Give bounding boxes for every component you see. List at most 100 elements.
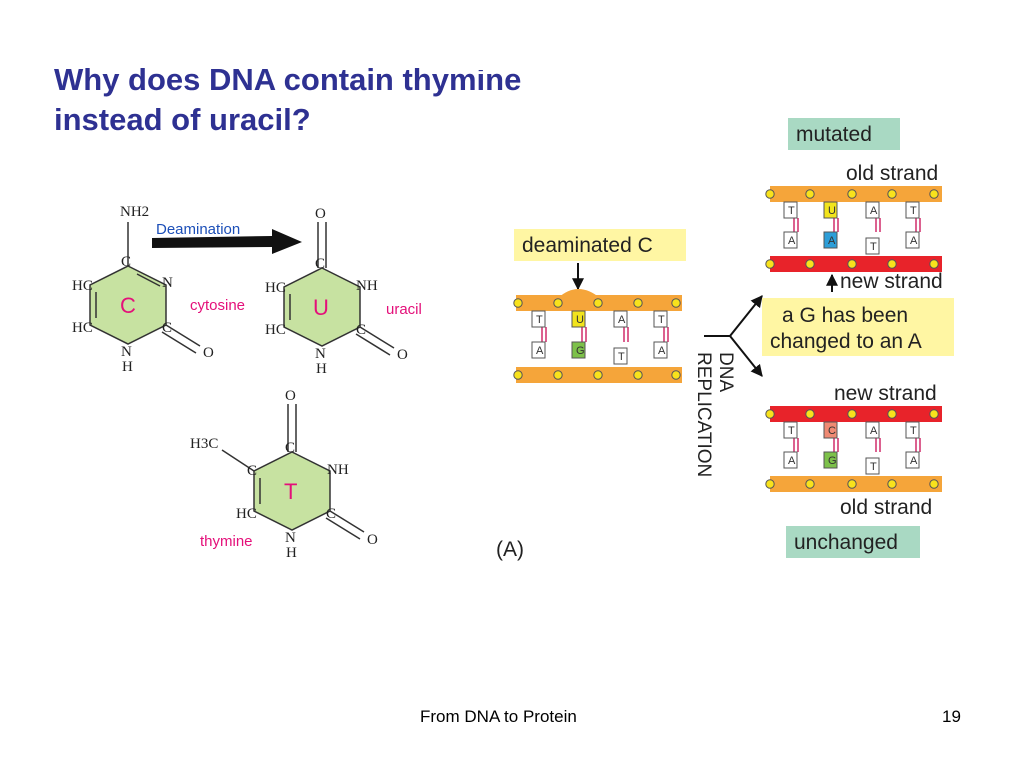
replication-label-line2: REPLICATION: [693, 352, 714, 477]
unchanged-new-strand-label: new strand: [834, 382, 937, 405]
unchanged-top-letter-3: A: [870, 425, 878, 437]
mutated-bottom-letter-4: A: [910, 235, 918, 247]
thymine-hc-label: HC: [236, 506, 257, 522]
thymine-ring-letter: T: [284, 479, 297, 504]
unchanged-bottom-letter-3: T: [870, 461, 877, 473]
mutated-top-letter-3: A: [870, 205, 878, 217]
unchanged-dot-10: [929, 479, 939, 489]
unchanged-bottom-letter-2: G: [828, 455, 837, 467]
unchanged-dot-7: [805, 479, 815, 489]
mutated-old-strand-label: old strand: [846, 162, 938, 185]
unchanged-bottom-base-3: [865, 457, 880, 475]
unchanged-top-base-1: [783, 421, 798, 439]
uracil-hc-lower: HC: [265, 322, 286, 338]
mutated-badge: [788, 118, 900, 150]
change-note-line2: changed to an A: [770, 330, 922, 353]
template-dot-7: [553, 370, 563, 380]
thymine-o-top: O: [285, 388, 296, 404]
mutated-dot-6: [765, 259, 775, 269]
unchanged-dot-2: [805, 409, 815, 419]
thymine-nh-label: NH: [327, 462, 349, 478]
figure-overlap: [440, 58, 580, 70]
cytosine-o-atom: O: [203, 345, 214, 361]
thymine-c-right: C: [326, 506, 336, 522]
template-dot-6: [513, 370, 523, 380]
uracil-n-bottom: N: [315, 346, 326, 362]
template-bottom-base-3: [613, 347, 628, 365]
mutated-bottom-letter-3: T: [870, 241, 877, 253]
mutated-bottom-base-4: [905, 231, 920, 249]
deaminated-c-callout: deaminated C: [514, 229, 686, 291]
template-bottom-base-1: [531, 341, 546, 359]
cytosine-molecule: NH2 C N HC HC C N H O C cytosine: [72, 204, 245, 375]
unchanged-bottom-base-4: [905, 451, 920, 469]
uracil-molecule: O C NH HC HC C N H O U uracil: [265, 206, 422, 377]
template-top-base-3: [613, 310, 628, 328]
template-bottom-base-4: [653, 341, 668, 359]
template-top-base-1: [531, 310, 546, 328]
uracil-ring-letter: U: [313, 295, 329, 320]
template-dot-10: [671, 370, 681, 380]
unchanged-dot-8: [847, 479, 857, 489]
mutated-bottom-base-1: [783, 231, 798, 249]
uracil-c-right: C: [356, 322, 366, 338]
template-bottom-base-2: [571, 341, 586, 359]
uracil-hc-upper: HC: [265, 280, 286, 296]
cytosine-n-atom: N: [162, 275, 173, 291]
unchanged-top-letter-4: T: [910, 425, 917, 437]
template-top-letter-1: T: [536, 314, 543, 326]
change-note-box: [762, 298, 954, 356]
mutated-dot-4: [887, 189, 897, 199]
template-backbone-dots: [513, 298, 681, 380]
template-dot-3: [593, 298, 603, 308]
mutated-new-strand-label: new strand: [840, 270, 943, 293]
template-dot-9: [633, 370, 643, 380]
template-dot-4: [633, 298, 643, 308]
mutated-top-letter-1: T: [788, 205, 795, 217]
unchanged-top-letter-2: C: [828, 425, 836, 437]
unchanged-backbone-dots: [765, 409, 939, 489]
deamination-label: Deamination: [156, 221, 240, 238]
mutated-top-letter-2: U: [828, 205, 836, 217]
template-bottom-letter-1: A: [536, 345, 544, 357]
mutated-top-base-1: [783, 201, 798, 219]
mutated-top-base-3: [865, 201, 880, 219]
mutated-bottom-letter-1: A: [788, 235, 796, 247]
unchanged-dot-4: [887, 409, 897, 419]
cytosine-c-right: C: [162, 320, 172, 336]
uracil-c-top: C: [315, 256, 325, 272]
cytosine-n-bottom: N: [121, 344, 132, 360]
unchanged-top-base-4: [905, 421, 920, 439]
mutated-backbone-dots: [765, 189, 939, 269]
thymine-n-bottom: N: [285, 530, 296, 546]
uracil-name: uracil: [386, 301, 422, 318]
unchanged-badge: [786, 526, 920, 558]
cytosine-nh2-label: NH2: [120, 204, 149, 220]
uracil-o-top: O: [315, 206, 326, 222]
thymine-h3c-label: H3C: [190, 436, 218, 452]
mutated-dot-8: [847, 259, 857, 269]
cytosine-hc-upper: HC: [72, 278, 93, 294]
unchanged-top-letter-1: T: [788, 425, 795, 437]
thymine-c-top: C: [285, 440, 295, 456]
replication-arrows: [704, 295, 763, 377]
mutated-bottom-base-3: [865, 237, 880, 255]
template-top-letter-3: A: [618, 314, 626, 326]
template-bottom-letter-4: A: [658, 345, 666, 357]
template-dot-8: [593, 370, 603, 380]
mutated-top-base-4: [905, 201, 920, 219]
unchanged-old-strand-label: old strand: [840, 496, 932, 519]
cytosine-c-atom: C: [121, 254, 131, 270]
mutated-label: mutated: [796, 123, 872, 146]
mutated-top-base-2: [823, 201, 838, 219]
unchanged-label: unchanged: [794, 531, 898, 554]
mutated-dot-2: [805, 189, 815, 199]
mutated-bottom-letter-2: A: [828, 235, 836, 247]
unchanged-bottom-letter-1: A: [788, 455, 796, 467]
unchanged-dot-5: [929, 409, 939, 419]
mutated-dot-1: [765, 189, 775, 199]
